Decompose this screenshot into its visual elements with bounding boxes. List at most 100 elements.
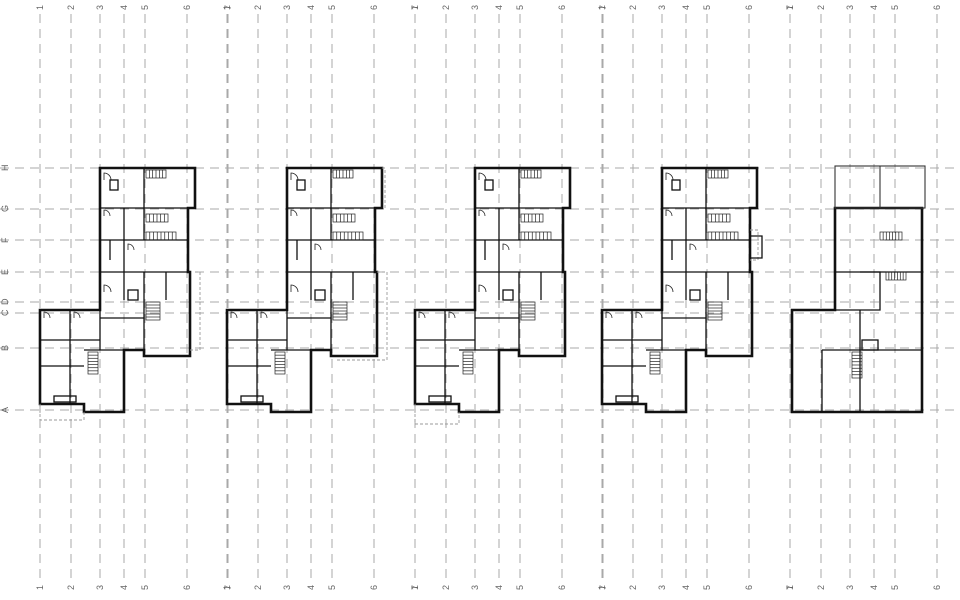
stair xyxy=(145,213,169,223)
fixture xyxy=(240,395,264,403)
ghost-extension xyxy=(750,229,759,261)
grid-label-bottom: 3 xyxy=(95,585,105,590)
grid-label-top: 1 xyxy=(410,5,420,10)
grid-label-top: 3 xyxy=(95,5,105,10)
grid-label-row: H xyxy=(0,165,10,172)
stair-outline xyxy=(462,351,474,375)
ghost-extension xyxy=(337,271,388,361)
stair xyxy=(274,351,286,375)
grid-label-bottom: 7 xyxy=(410,585,420,590)
grid-label-row: F xyxy=(0,237,10,243)
grid-label-top: 6 xyxy=(182,5,192,10)
grid-label-top: 3 xyxy=(845,5,855,10)
grid-label-top: 4 xyxy=(119,5,129,10)
grid-label-top: 1 xyxy=(785,5,795,10)
stair xyxy=(145,231,177,241)
grid-label-top: 4 xyxy=(494,5,504,10)
grid-label-bottom: 4 xyxy=(869,585,879,590)
grid-label-top: 1 xyxy=(222,5,232,10)
floor-plan-3 xyxy=(413,166,572,425)
stair xyxy=(332,301,348,321)
exterior-wall xyxy=(38,166,197,414)
ghost-extension xyxy=(39,404,85,421)
stair xyxy=(707,213,731,223)
grid-label-top: 2 xyxy=(253,5,263,10)
grid-label-bottom: 5 xyxy=(890,585,900,590)
stair xyxy=(707,169,729,179)
floor-plan-2 xyxy=(225,166,388,414)
fixture xyxy=(615,395,639,403)
stair xyxy=(520,213,544,223)
grid-label-bottom: 7 xyxy=(785,585,795,590)
exterior-wall xyxy=(225,166,384,414)
stair xyxy=(707,301,723,321)
stair xyxy=(332,169,354,179)
floor-plan-1 xyxy=(38,166,201,421)
grid-label-top: 6 xyxy=(557,5,567,10)
stair xyxy=(851,351,863,379)
door-swing xyxy=(689,243,697,251)
stair xyxy=(332,213,356,223)
fixture xyxy=(689,289,701,301)
grid-label-top: 4 xyxy=(869,5,879,10)
door-swing xyxy=(103,172,112,181)
stair xyxy=(332,231,364,241)
grid-label-bottom: 1 xyxy=(785,585,795,590)
grid-label-top: 5 xyxy=(515,5,525,10)
stair-outline xyxy=(649,351,661,375)
grid-label-row: G xyxy=(0,205,10,212)
grid-label-bottom: 1 xyxy=(222,585,232,590)
grid-label-top: 5 xyxy=(140,5,150,10)
grid-label-bottom: 5 xyxy=(327,585,337,590)
grid-label-top: 4 xyxy=(681,5,691,10)
grid-label-top: 5 xyxy=(890,5,900,10)
grid-label-bottom: 1 xyxy=(597,585,607,590)
stair xyxy=(707,231,739,241)
door-swing xyxy=(103,284,112,293)
grid-label-bottom: 6 xyxy=(182,585,192,590)
floor-plan-4 xyxy=(600,166,763,414)
stair-outline xyxy=(879,231,903,241)
grid-label-bottom: 6 xyxy=(557,585,567,590)
door-swing xyxy=(230,311,238,319)
grid-label-top: 4 xyxy=(306,5,316,10)
stair xyxy=(520,301,536,321)
grid-label-bottom: 6 xyxy=(369,585,379,590)
grid-label-top: 6 xyxy=(744,5,754,10)
door-swing xyxy=(103,209,111,217)
door-swing xyxy=(478,284,487,293)
exterior-wall xyxy=(600,166,759,414)
stair xyxy=(520,231,552,241)
fixture xyxy=(428,395,452,403)
stair xyxy=(145,301,161,321)
grid-label-bottom: 1 xyxy=(35,585,45,590)
grid-label-bottom: 4 xyxy=(306,585,316,590)
grid-label-bottom: 4 xyxy=(681,585,691,590)
door-swing xyxy=(665,284,674,293)
grid-label-bottom: 5 xyxy=(515,585,525,590)
grid-label-top: 1 xyxy=(597,5,607,10)
fixture xyxy=(109,179,119,191)
grid-label-top: 7 xyxy=(410,5,420,10)
fixture xyxy=(127,289,139,301)
grid-label-row: A xyxy=(0,407,10,413)
grid-label-row: B xyxy=(0,345,10,351)
grid-label-row: E xyxy=(0,269,10,275)
door-swing xyxy=(502,243,510,251)
door-swing xyxy=(478,172,487,181)
grid-label-top: 2 xyxy=(816,5,826,10)
grid-label-top: 2 xyxy=(628,5,638,10)
door-swing xyxy=(290,284,299,293)
ghost-extension xyxy=(190,271,201,351)
grid-label-bottom: 2 xyxy=(253,585,263,590)
grid-label-bottom: 2 xyxy=(816,585,826,590)
grid-label-top: 6 xyxy=(369,5,379,10)
grid-label-bottom: 2 xyxy=(441,585,451,590)
grid-label-bottom: 7 xyxy=(223,585,233,590)
door-swing xyxy=(665,209,673,217)
grid-label-top: 2 xyxy=(441,5,451,10)
grid-label-row: C xyxy=(0,309,10,316)
door-swing xyxy=(665,172,674,181)
balcony xyxy=(750,235,763,259)
door-swing xyxy=(290,209,298,217)
